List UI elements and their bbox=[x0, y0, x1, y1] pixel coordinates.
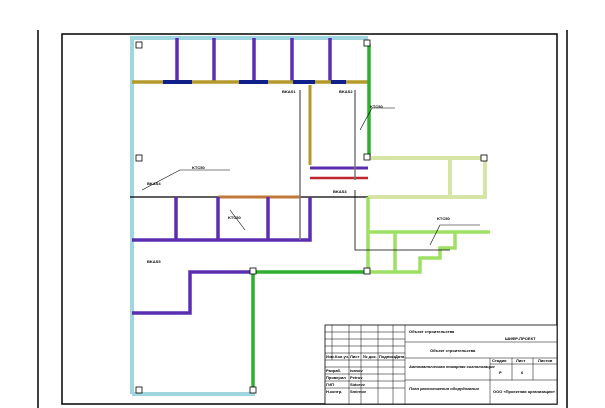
col-ndok: № док. bbox=[363, 354, 377, 359]
col-podpis: Подпись bbox=[379, 354, 397, 359]
lightgreen-shape bbox=[366, 197, 457, 274]
label-bkas3: BKAS3 bbox=[333, 189, 347, 194]
purple-bottom bbox=[132, 270, 253, 315]
junction-box-0 bbox=[135, 41, 143, 49]
junction-box-1 bbox=[363, 39, 371, 47]
plan-lines bbox=[130, 36, 490, 396]
col-data: Дата bbox=[395, 354, 405, 359]
leader-2 bbox=[229, 209, 246, 231]
col-izm: Изм. bbox=[326, 354, 335, 359]
org-name: ООО «Проектная организация» bbox=[493, 389, 556, 394]
beige-room bbox=[368, 156, 487, 199]
junction-box-5 bbox=[249, 267, 257, 275]
purple-low bbox=[132, 197, 312, 242]
role-0: Разраб. bbox=[326, 368, 341, 373]
name-2: Sidorov bbox=[350, 382, 366, 387]
col-list: Лист bbox=[350, 354, 359, 359]
name-0: Ivanov bbox=[350, 368, 363, 373]
sheet-label: Лист bbox=[516, 358, 525, 363]
role-2: ГИП bbox=[326, 382, 334, 387]
leader-4 bbox=[359, 107, 395, 131]
label-kts2: KTC50 bbox=[228, 215, 241, 220]
leader-3 bbox=[429, 224, 480, 246]
project-code: ШИФР-ПРОЕКТ bbox=[505, 336, 536, 341]
name-1: Petrov bbox=[350, 375, 363, 380]
sheet-value: 6 bbox=[521, 370, 524, 375]
stage-label: Стадия bbox=[492, 358, 507, 363]
label-kts1: KTC50 bbox=[192, 165, 205, 170]
name-3: Smirnov bbox=[350, 389, 367, 394]
junction-box-4 bbox=[363, 153, 371, 161]
junction-box-3 bbox=[480, 154, 488, 162]
junction-box-2 bbox=[135, 154, 143, 162]
label-bkas2: BKAS2 bbox=[339, 89, 353, 94]
sheets-label: Листов bbox=[538, 358, 553, 363]
drawing-frame bbox=[61, 33, 558, 405]
sheet-title: Автоматическая пожарная сигнализация bbox=[408, 364, 495, 369]
leader-1 bbox=[141, 169, 230, 191]
role-1: Проверил bbox=[326, 375, 346, 380]
label-kts3: KTC50 bbox=[370, 104, 383, 109]
role-3: Н.контр. bbox=[326, 389, 342, 394]
stage-value: Р bbox=[499, 370, 502, 375]
plan-title: План расположения оборудования bbox=[409, 386, 480, 391]
label-bkas5: BKAS5 bbox=[147, 259, 161, 264]
junction-box-6 bbox=[363, 267, 371, 275]
label-bkas1: BKAS1 bbox=[282, 89, 296, 94]
junction-box-7 bbox=[135, 386, 143, 394]
title-block: Изм. Кол.уч. Лист № док. Подпись Дата Ра… bbox=[324, 324, 558, 405]
black-wire bbox=[354, 190, 450, 251]
label-bkas4: BKAS4 bbox=[147, 181, 161, 186]
junction-box-8 bbox=[249, 386, 257, 394]
object-title: Объект строительства bbox=[430, 348, 476, 353]
label-kts4: KTC50 bbox=[437, 216, 450, 221]
wall-left bbox=[130, 36, 368, 394]
project-title: Объект строительства bbox=[409, 329, 455, 334]
col-koluch: Кол.уч. bbox=[335, 354, 349, 359]
